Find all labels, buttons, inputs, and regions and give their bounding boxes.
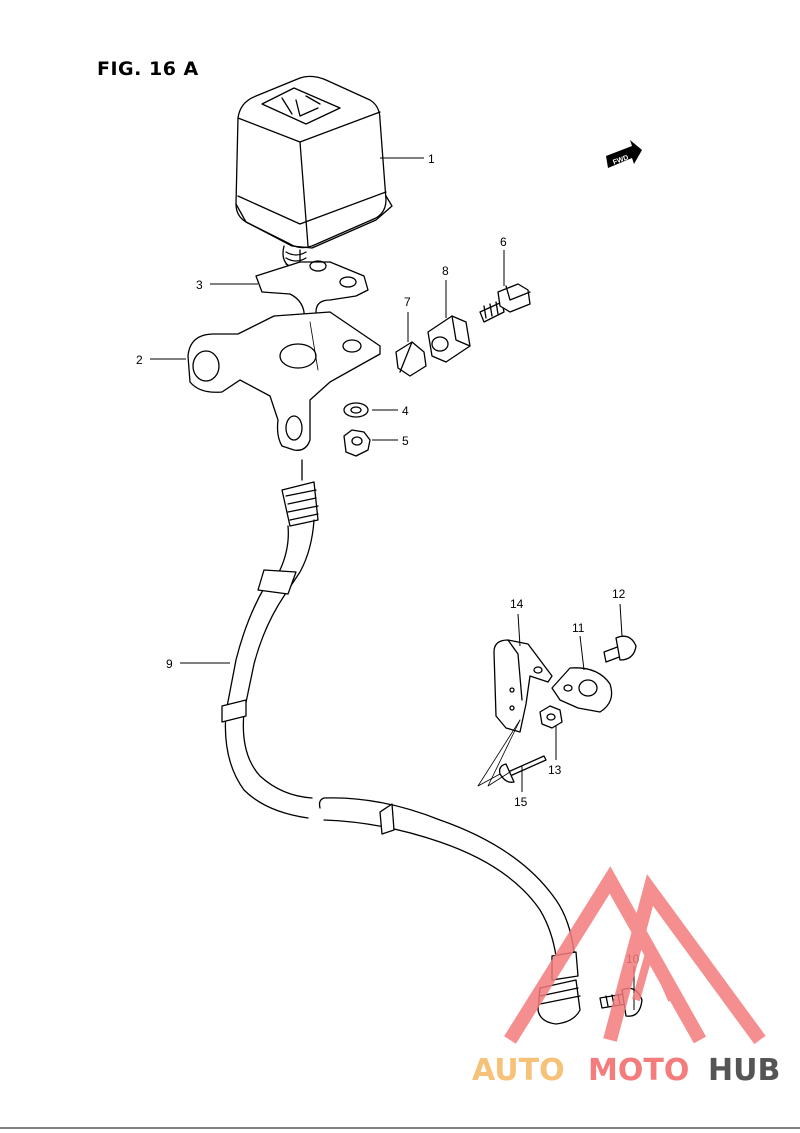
callout-11: 11 <box>572 621 585 635</box>
part-14-bracket <box>493 639 553 733</box>
part-5-nut <box>343 429 371 457</box>
callout-5: 5 <box>402 434 409 448</box>
part-6-bolt <box>479 283 531 323</box>
part-8-grommet <box>427 315 471 363</box>
part-15-rivet <box>498 755 547 783</box>
watermark-moto: MOTO <box>588 1053 689 1088</box>
part-11-clamp <box>551 667 613 713</box>
callout-14: 14 <box>510 597 524 611</box>
callout-9: 9 <box>166 657 173 671</box>
watermark-text: AUTO MOTO HUB <box>472 1053 780 1088</box>
fwd-arrow-icon: FWD <box>606 140 642 168</box>
callout-numbers: 1 2 3 4 5 6 7 8 9 10 11 12 13 14 15 <box>136 152 640 966</box>
part-7-collar <box>395 341 427 377</box>
part-1-box <box>235 75 393 269</box>
part-4-washer <box>343 402 369 418</box>
callout-15: 15 <box>514 795 528 809</box>
assembly-guide-lines <box>309 321 521 787</box>
callout-2: 2 <box>136 353 143 367</box>
callout-12: 12 <box>612 587 626 601</box>
part-12-screw <box>603 635 637 663</box>
callouts <box>150 157 635 1010</box>
watermark-auto: AUTO <box>472 1053 565 1088</box>
callout-6: 6 <box>500 235 507 249</box>
callout-13: 13 <box>548 763 562 777</box>
callout-8: 8 <box>442 264 449 278</box>
watermark-logo <box>504 866 766 1045</box>
figure-title: FIG. 16 A <box>97 58 199 80</box>
callout-4: 4 <box>402 404 409 418</box>
part-9-cable <box>221 459 581 1025</box>
callout-1: 1 <box>428 152 435 166</box>
part-3-bracket <box>255 260 369 325</box>
callout-7: 7 <box>404 295 411 309</box>
watermark-hub: HUB <box>708 1053 780 1088</box>
callout-3: 3 <box>196 278 203 292</box>
part-13-nut <box>539 705 563 729</box>
part-2-main-bracket <box>187 311 381 451</box>
